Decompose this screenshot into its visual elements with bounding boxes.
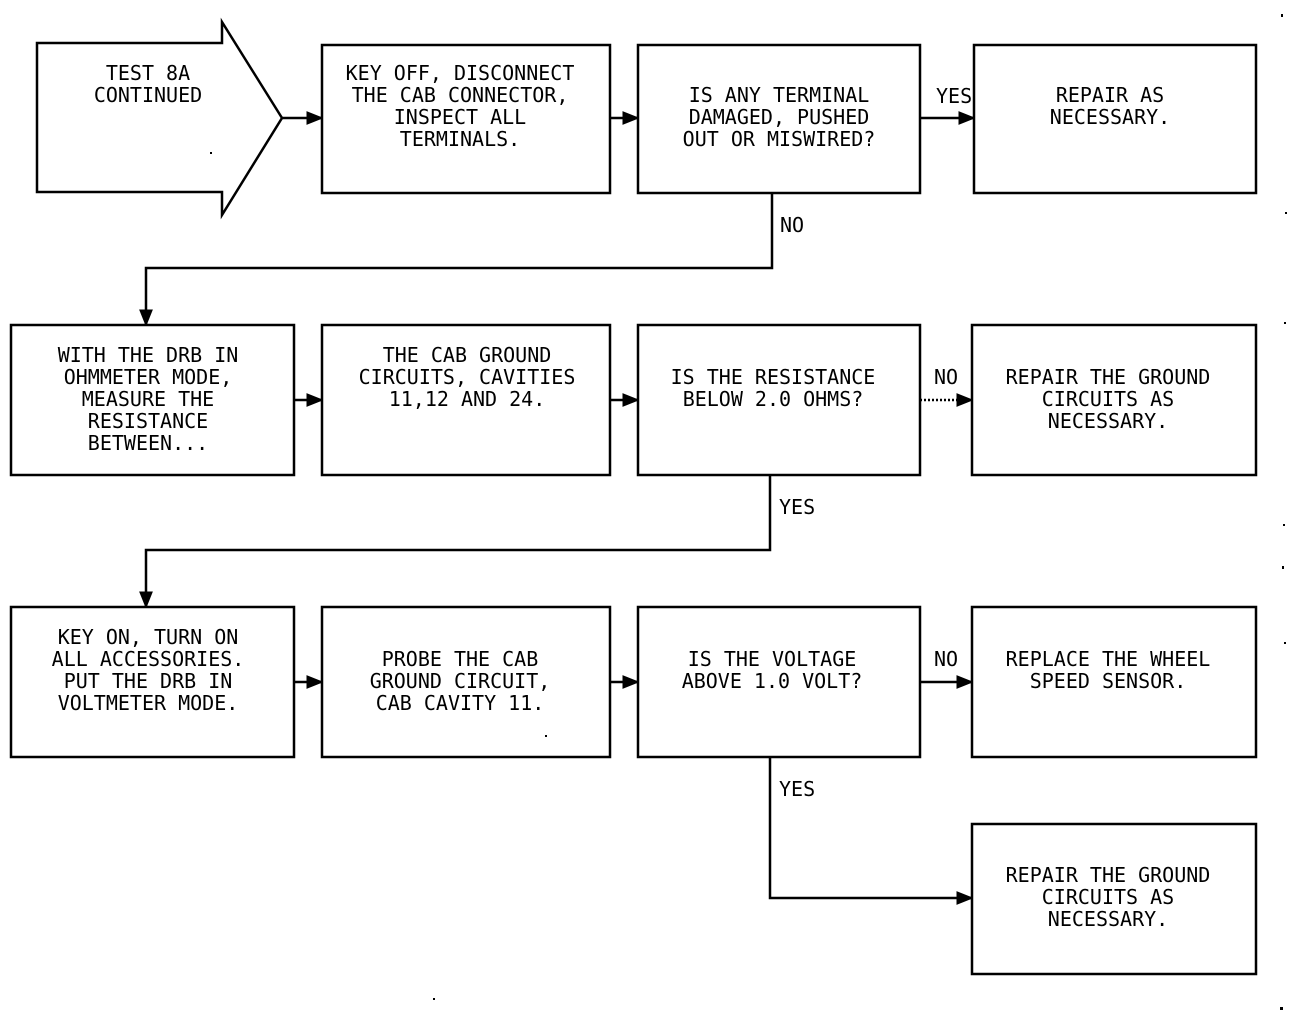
text-line: VOLTMETER MODE. [58, 691, 239, 715]
text-line: BELOW 2.0 OHMS? [683, 387, 864, 411]
text-line: TEST 8A [106, 61, 190, 85]
text-line: NECESSARY. [1050, 105, 1170, 129]
text-line: CIRCUITS, CAVITIES [359, 365, 576, 389]
text-line: THE CAB GROUND [383, 343, 552, 367]
text-line: NECESSARY. [1048, 907, 1168, 931]
text-line: DAMAGED, PUSHED [689, 105, 870, 129]
text-line: REPLACE THE WHEEL [1006, 647, 1211, 671]
text-line: KEY OFF, DISCONNECT [346, 61, 575, 85]
arrow-question2-yes [139, 475, 772, 609]
arrow-question1-no [139, 193, 774, 327]
text-line: 11,12 AND 24. [389, 387, 546, 411]
text-line: THE CAB CONNECTOR, [352, 83, 569, 107]
text-line: REPAIR THE GROUND [1006, 863, 1211, 887]
text-line: INSPECT ALL [394, 105, 526, 129]
text-line: WITH THE DRB IN [58, 343, 239, 367]
text-line: CIRCUITS AS [1042, 885, 1174, 909]
text-line: REPAIR AS [1056, 83, 1164, 107]
text-line: ABOVE 1.0 VOLT? [682, 669, 863, 693]
text-line: RESISTANCE [88, 409, 208, 433]
question1-yes-label: YES [936, 84, 972, 108]
text-line: TERMINALS. [400, 127, 520, 151]
text-line: NECESSARY. [1048, 409, 1168, 433]
text-line: KEY ON, TURN ON [58, 625, 239, 649]
text-line: IS ANY TERMINAL [689, 83, 870, 107]
question3-no-label: NO [934, 647, 958, 671]
question2-yes-label: YES [779, 495, 815, 519]
text-line: ALL ACCESSORIES. [52, 647, 245, 671]
text-line: MEASURE THE [82, 387, 214, 411]
text-line: SPEED SENSOR. [1030, 669, 1187, 693]
question1-no-label: NO [780, 213, 804, 237]
text-line: PROBE THE CAB [382, 647, 539, 671]
text-line: OHMMETER MODE, [64, 365, 233, 389]
scan-noise [210, 14, 1287, 1010]
text-line: CONTINUED [94, 83, 202, 107]
arrow-question3-yes [768, 757, 974, 905]
text-line: REPAIR THE GROUND [1006, 365, 1211, 389]
text-line: IS THE VOLTAGE [688, 647, 857, 671]
question3-yes-label: YES [779, 777, 815, 801]
text-line: BETWEEN... [88, 431, 208, 455]
text-line: IS THE RESISTANCE [671, 365, 876, 389]
text-line: PUT THE DRB IN [64, 669, 233, 693]
question2-no-label: NO [934, 365, 958, 389]
text-line: CAB CAVITY 11. [376, 691, 545, 715]
text-line: GROUND CIRCUIT, [370, 669, 551, 693]
text-line: CIRCUITS AS [1042, 387, 1174, 411]
text-line: OUT OR MISWIRED? [683, 127, 876, 151]
